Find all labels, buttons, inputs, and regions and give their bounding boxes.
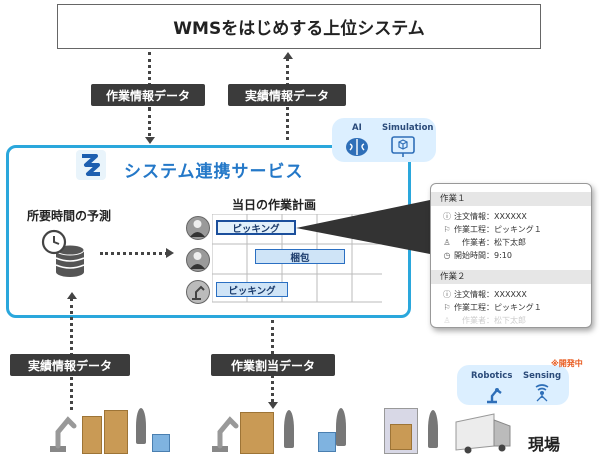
robot-arm-icon [487,388,502,404]
task-info-flow-line-2 [148,108,151,136]
wms-system-box: WMSをはじめする上位システム [57,4,541,49]
job1-worker-row: ♙ 作業者：松下太郎 [440,236,591,249]
robot-arm-icon [212,416,239,452]
callout-pointer [296,200,430,254]
robotics-label: Robotics [471,371,513,381]
prediction-title: 所要時間の予測 [27,209,112,223]
service-title: システム連携サービス [124,162,304,182]
arrow-down-icon [268,402,278,409]
arrow-down-icon [145,137,155,144]
shelf-boxes [104,410,128,454]
sensor-icon [535,384,549,402]
robot-arm-icon [192,285,205,300]
ai-simulation-badge: AI Simulation [332,118,436,162]
worker-figure [136,408,146,444]
gantt-bar-picking-1[interactable]: ピッキング [216,220,296,235]
actual-info-label-text: 実績情報データ [244,88,329,103]
job1-order: 注文情報：XXXXXX [454,212,527,221]
person-icon: ♙ [443,238,451,247]
gantt-bar-packing[interactable]: 梱包 [255,249,345,264]
task-info-label-top: 作業情報データ [91,84,205,106]
site-label: 現場 [528,435,561,454]
prediction-to-plan-line [100,252,168,255]
actual-info-bottom-text: 実績情報データ [27,358,112,373]
database-clock-icon [41,229,85,277]
shelf-boxes [240,412,274,454]
actual-info-label-bottom: 実績情報データ [10,354,130,376]
info-icon: ⓘ [443,290,451,299]
wms-title: WMSをはじめする上位システム [173,19,425,39]
brain-icon [346,138,368,156]
job2-process-row: ⚐作業工程：ピッキング１ [440,301,591,314]
gantt-bar-label: ピッキング [232,223,280,235]
truck-icon [455,413,511,454]
job2-order: 注文情報：XXXXXX [454,290,527,299]
job2-worker: 作業者：松下太郎 [454,316,526,325]
task-info-flow-line [148,52,151,110]
job1-start: 開始時間：9:10 [454,251,512,260]
shelf-boxes [390,424,412,450]
service-logo [76,150,106,180]
simulation-label: Simulation [382,123,434,133]
worker-icon [190,220,205,237]
task-assign-bottom-text: 作業割当データ [230,358,315,373]
gantt-bar-label: 梱包 [290,252,310,264]
logo-icon [82,154,100,176]
worker-figure [284,410,294,448]
worker-figure [428,410,438,448]
clock-icon: ◷ [443,251,451,260]
arrow-up-icon [67,292,77,299]
job1-process: 作業工程：ピッキング１ [454,225,542,234]
simulation-cube-icon [391,136,415,157]
arrow-right-icon [166,248,174,258]
worker-figure [336,408,346,446]
gantt-bar-picking-2[interactable]: ピッキング [216,282,288,297]
flag-icon: ⚐ [443,225,451,234]
info-icon: ⓘ [443,212,451,221]
dev-note: ※開発中 [551,359,583,368]
job1-process-row: ⚐作業工程：ピッキング１ [440,223,591,236]
cart-icon [318,432,336,452]
robot-arm-avatar [186,280,210,304]
robotics-sensing-badge: Robotics Sensing [457,365,569,405]
job2-header: 作業２ [431,270,591,284]
arrow-up-icon [283,52,293,59]
floor-illustrations [0,404,600,466]
shelf-boxes [82,416,102,454]
robot-arm-icon [50,416,77,452]
job1-header: 作業１ [431,192,591,206]
cart-icon [152,434,170,452]
person-icon: ♙ [443,316,451,325]
actual-info-label-top: 実績情報データ [228,84,346,106]
task-info-label-text: 作業情報データ [105,88,190,103]
flag-icon: ⚐ [443,303,451,312]
job2-process: 作業工程：ピッキング１ [454,303,542,312]
worker-avatar-2 [186,248,210,272]
ai-label: AI [352,123,362,133]
job1-worker: 作業者：松下太郎 [454,238,526,247]
gantt-bar-label: ピッキング [228,285,276,297]
worker-avatar-1 [186,216,210,240]
sensing-label: Sensing [523,371,562,381]
task-assign-label-bottom: 作業割当データ [211,354,335,376]
plan-title: 当日の作業計画 [232,198,317,212]
job2-worker-row: ♙ 作業者：松下太郎 [440,314,591,327]
job1-start-row: ◷開始時間：9:10 [440,249,591,262]
worker-icon [190,252,205,269]
